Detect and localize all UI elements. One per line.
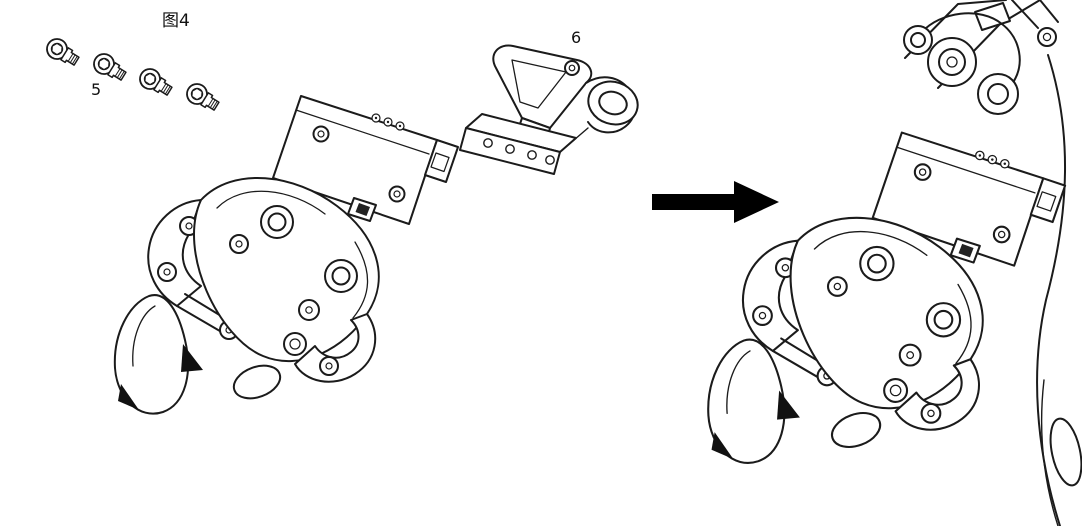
bracket-drawing xyxy=(459,44,639,175)
figure-label: 图4 xyxy=(162,11,190,31)
assembly-arrow-icon xyxy=(652,181,779,223)
assembled-arm-drawing xyxy=(707,0,1082,526)
screws-drawing xyxy=(42,34,223,116)
disassembled-gripper-drawing xyxy=(113,95,459,415)
part-label-screws: 5 xyxy=(91,80,102,99)
part-label-bracket: 6 xyxy=(571,28,582,47)
